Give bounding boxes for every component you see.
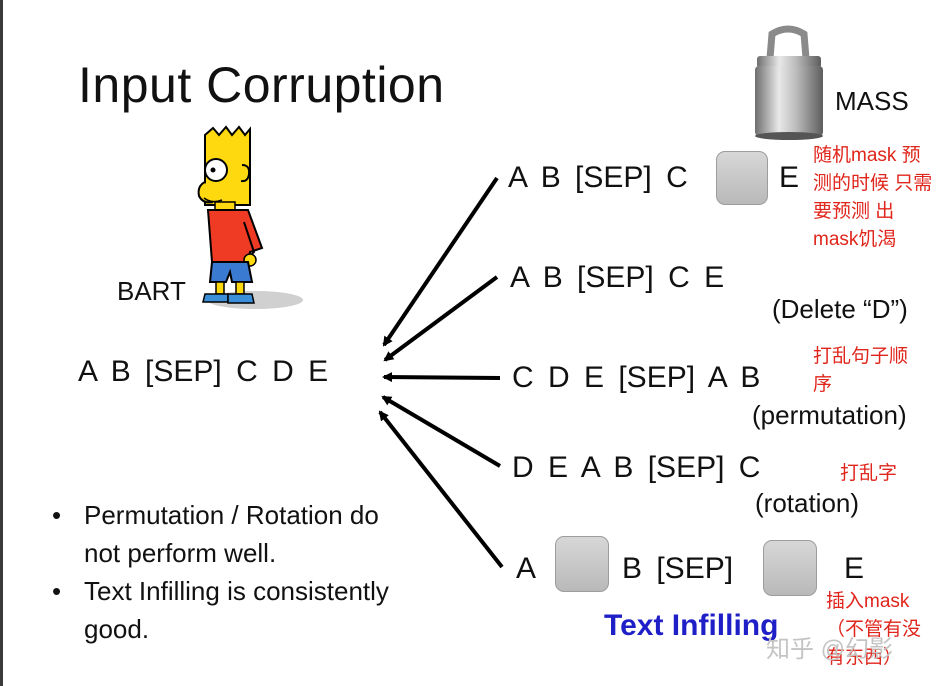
corruption-3-sequence: C D E [SEP] A B	[512, 363, 760, 393]
corruption-3-note: (permutation)	[752, 402, 907, 428]
mask-token-box-2	[763, 540, 817, 596]
corruption-5-middle: B [SEP]	[622, 554, 733, 584]
arrow-3	[384, 377, 500, 378]
corruption-4-annotation: 打乱字	[840, 460, 920, 488]
mask-token-box-1	[555, 536, 609, 592]
mass-label: MASS	[835, 88, 909, 114]
corruption-1-annotation: 随机mask 预测的时候 只需要预测 出mask饥渴	[813, 142, 933, 254]
mass-weight-icon	[755, 29, 823, 140]
arrow-4	[383, 397, 500, 466]
watermark: 知乎 @幻影	[766, 638, 893, 662]
corruption-4-note: (rotation)	[755, 490, 859, 516]
source-sequence: A B [SEP] C D E	[78, 357, 328, 387]
corruption-2-note: (Delete “D”)	[772, 296, 908, 322]
text-infilling-label: Text Infilling	[604, 611, 778, 641]
conclusion-list: Permutation / Rotation do not perform we…	[50, 496, 404, 648]
corruption-2-sequence: A B [SEP] C E	[510, 263, 724, 293]
list-item: Text Infilling is consistently good.	[50, 572, 404, 648]
corruption-5-token-a: A	[516, 554, 536, 584]
corruption-3-annotation: 打乱句子顺序	[813, 343, 925, 399]
bart-character-icon	[199, 127, 303, 309]
mask-token-box	[716, 151, 768, 205]
list-item: Permutation / Rotation do not perform we…	[50, 496, 404, 572]
corruption-1-sequence-tail: E	[779, 163, 799, 193]
corruption-4-sequence: D E A B [SEP] C	[512, 453, 760, 483]
corruption-5-token-e: E	[844, 554, 864, 584]
bart-label: BART	[117, 278, 186, 304]
corruption-1-sequence: A B [SEP] C	[508, 163, 688, 193]
